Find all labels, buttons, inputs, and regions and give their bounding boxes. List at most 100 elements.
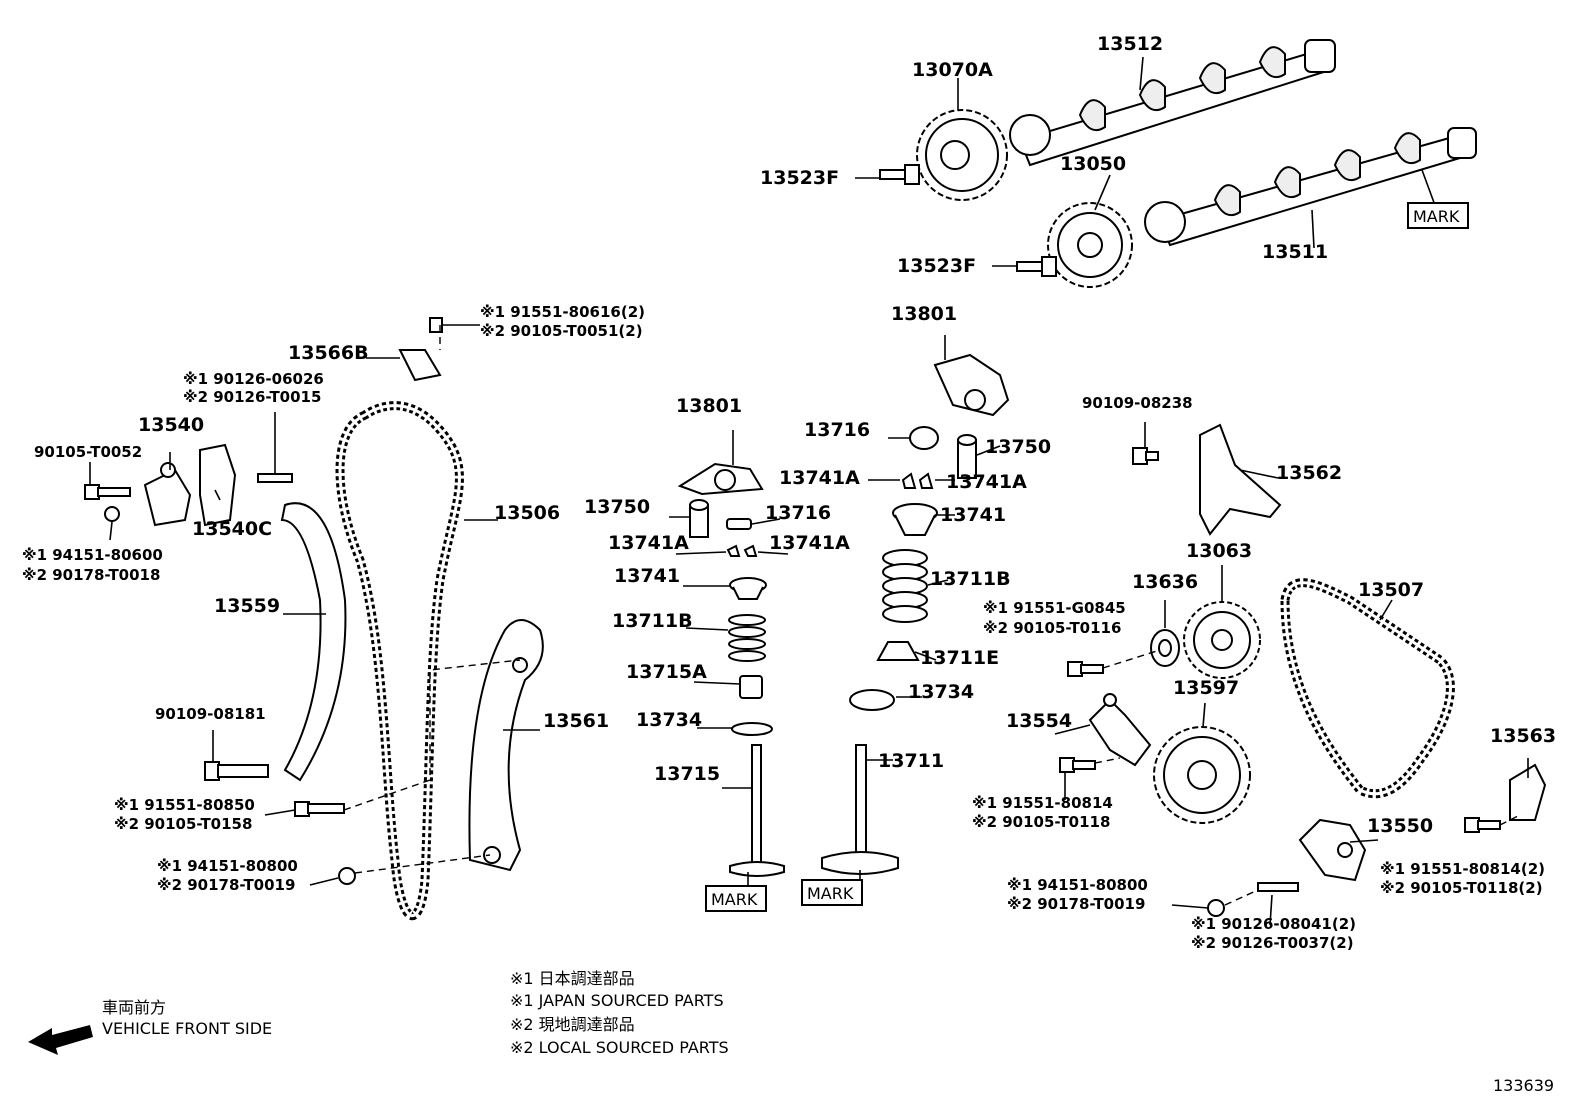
label-nut1-note2: ※2 90178-T0018 [22, 566, 160, 584]
label-13801-right: 13801 [891, 303, 957, 325]
bolt-13523F-upper [879, 164, 920, 185]
bolt-13566B [429, 317, 443, 333]
bolt-91551-80814-a [1059, 757, 1096, 773]
camshaft-13511 [1144, 127, 1477, 247]
mark-box-camshaft [1407, 202, 1469, 229]
valve-13711 [821, 744, 899, 875]
label-bolt2-note1: ※1 91551-G0845 [983, 599, 1126, 617]
label-13507: 13507 [1358, 579, 1424, 601]
label-13715A: 13715A [626, 661, 707, 683]
label-13734-left: 13734 [636, 709, 702, 731]
bolt-90105-T0052 [84, 484, 131, 500]
label-13566B: 13566B [288, 342, 369, 364]
chain-guide-13561 [468, 619, 544, 872]
label-bolt1-note2: ※2 90105-T0158 [114, 815, 252, 833]
label-mark-valve-left: MARK [711, 890, 758, 909]
part-labels: 13070A 13512 13523F 13050 13523F 13511 M… [22, 33, 1556, 952]
label-13741A-right-2: 13741A [946, 471, 1027, 493]
label-13050: 13050 [1060, 153, 1126, 175]
label-bolt2-note2: ※2 90105-T0116 [983, 619, 1121, 637]
label-stud-note2: ※2 90126-T0015 [183, 388, 321, 406]
label-13540C: 13540C [192, 518, 272, 540]
tensioner-13540 [143, 462, 192, 527]
label-13734-right: 13734 [908, 681, 974, 703]
washer-13734-right [849, 689, 895, 711]
label-nut3-note1: ※1 94151-80800 [1007, 876, 1148, 894]
front-direction-arrow [28, 1025, 93, 1055]
dashed-alignment-lines [343, 325, 1521, 906]
label-13741A-left-1: 13741A [608, 532, 689, 554]
label-13711: 13711 [878, 750, 944, 772]
chain-13507 [1280, 578, 1455, 799]
label-13597: 13597 [1173, 677, 1239, 699]
rocker-arm-13801-left [677, 462, 764, 496]
label-13636: 13636 [1132, 571, 1198, 593]
label-90109-08181: 90109-08181 [155, 705, 266, 723]
bolt-90109-08238 [1132, 447, 1159, 465]
label-nut3-note2: ※2 90178-T0019 [1007, 895, 1145, 913]
label-13741-left: 13741 [614, 565, 680, 587]
seal-13715A [739, 675, 763, 699]
bolt-91551-80850 [294, 801, 345, 817]
cam-sprocket-13050 [1047, 202, 1133, 288]
direction-label-en: VEHICLE FRONT SIDE [102, 1019, 272, 1038]
retainer-13741-right [892, 503, 938, 536]
label-nut2-note1: ※1 94151-80800 [157, 857, 298, 875]
bushing-13636 [1150, 629, 1180, 667]
label-13801-left: 13801 [676, 395, 742, 417]
gasket-13540C [199, 443, 237, 527]
valve-13715 [729, 744, 785, 877]
camshaft-13512 [1009, 39, 1336, 167]
bolt-91551-G0845 [1067, 661, 1104, 677]
label-13562: 13562 [1276, 462, 1342, 484]
label-nut1-note1: ※1 94151-80600 [22, 546, 163, 564]
label-bolt4-note1: ※1 91551-80814(2) [1380, 860, 1545, 878]
label-mark-valve-right: MARK [807, 884, 854, 903]
label-13523F-upper: 13523F [760, 167, 839, 189]
tensioner-arm-13554 [1088, 693, 1152, 767]
washer-13734-left [731, 722, 773, 736]
sprocket-13063 [1183, 601, 1261, 679]
label-13566B-note1: ※1 91551-80616(2) [480, 303, 645, 321]
label-13559: 13559 [214, 595, 280, 617]
chain-guide-13562 [1199, 423, 1282, 536]
note-local-sourced-en: ※2 LOCAL SOURCED PARTS [510, 1038, 729, 1057]
mark-box-valve-right [801, 879, 863, 906]
retainer-13741-left [729, 577, 767, 600]
bracket-13566B [398, 349, 442, 382]
label-13715: 13715 [654, 763, 720, 785]
nut-94151-80800-left [338, 867, 356, 885]
bolt-90109-08181 [204, 761, 269, 781]
label-bolt4-note2: ※2 90105-T0118(2) [1380, 879, 1543, 897]
note-japan-sourced-jp: ※1 日本調達部品 [510, 969, 635, 988]
label-stud2-note2: ※2 90126-T0037(2) [1191, 934, 1354, 952]
label-13711B-left: 13711B [612, 610, 693, 632]
lash-adjuster-13750-right [957, 434, 977, 479]
label-13711B-right: 13711B [930, 568, 1011, 590]
label-13512: 13512 [1097, 33, 1163, 55]
label-nut2-note2: ※2 90178-T0019 [157, 876, 295, 894]
label-13554: 13554 [1006, 710, 1072, 732]
footnotes: ※1 日本調達部品 ※1 JAPAN SOURCED PARTS ※2 現地調達… [510, 969, 729, 1057]
spring-13711B-right [882, 549, 928, 623]
chain-guide-13559 [280, 502, 347, 782]
stud-90126-08041 [1257, 882, 1299, 892]
label-13063: 13063 [1186, 540, 1252, 562]
spring-13711B-left [728, 614, 766, 662]
label-13523F-lower: 13523F [897, 255, 976, 277]
label-13540: 13540 [138, 414, 204, 436]
bolt-91551-80814-b [1464, 817, 1501, 833]
cam-sprocket-13070A [916, 109, 1008, 201]
chain-13506 [335, 401, 464, 921]
seal-13711E [876, 641, 920, 661]
sprocket-13597 [1153, 726, 1251, 824]
label-13711E: 13711E [920, 647, 999, 669]
label-13511: 13511 [1262, 241, 1328, 263]
note-local-sourced-jp: ※2 現地調達部品 [510, 1015, 635, 1034]
note-japan-sourced-en: ※1 JAPAN SOURCED PARTS [510, 991, 724, 1010]
nut-94151-80600 [104, 506, 120, 522]
label-13563: 13563 [1490, 725, 1556, 747]
label-13716-left: 13716 [765, 502, 831, 524]
rocker-arm-13801-right [933, 353, 1010, 417]
